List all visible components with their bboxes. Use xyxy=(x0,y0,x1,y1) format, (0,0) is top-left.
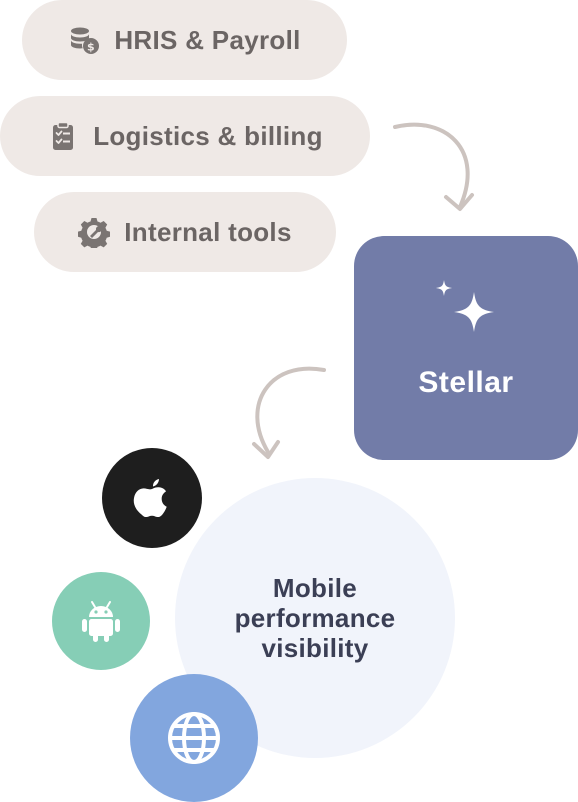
sparkle-icon xyxy=(436,280,494,332)
apple-icon xyxy=(133,479,167,518)
source-pill-internal-tools: Internal tools xyxy=(34,192,336,272)
outcome-line: Mobile xyxy=(272,573,358,603)
database-dollar-icon: $ xyxy=(68,24,100,56)
outcome-line: visibility xyxy=(261,633,369,663)
platform-android xyxy=(52,572,150,670)
clipboard-checklist-icon xyxy=(47,120,79,152)
outcome-line: performance xyxy=(234,603,396,633)
source-pill-logistics: Logistics & billing xyxy=(0,96,370,176)
gear-wrench-icon xyxy=(78,216,111,248)
source-pill-label: HRIS & Payroll xyxy=(114,24,301,55)
stellar-hub: Stellar xyxy=(354,236,578,460)
android-icon xyxy=(82,601,120,642)
hub-label: Stellar xyxy=(418,366,514,399)
source-pill-label: Logistics & billing xyxy=(93,120,323,151)
flow-arrow-to-hub xyxy=(393,122,474,211)
source-pill-hris: $ HRIS & Payroll xyxy=(22,0,347,80)
outcome-label: Mobile performance visibility xyxy=(205,573,425,663)
platform-web xyxy=(130,674,258,802)
globe-icon xyxy=(168,712,220,764)
flow-arrow-to-outcome xyxy=(252,366,326,459)
source-pill-label: Internal tools xyxy=(124,216,292,247)
platform-ios xyxy=(102,448,202,548)
svg-text:$: $ xyxy=(87,41,95,54)
